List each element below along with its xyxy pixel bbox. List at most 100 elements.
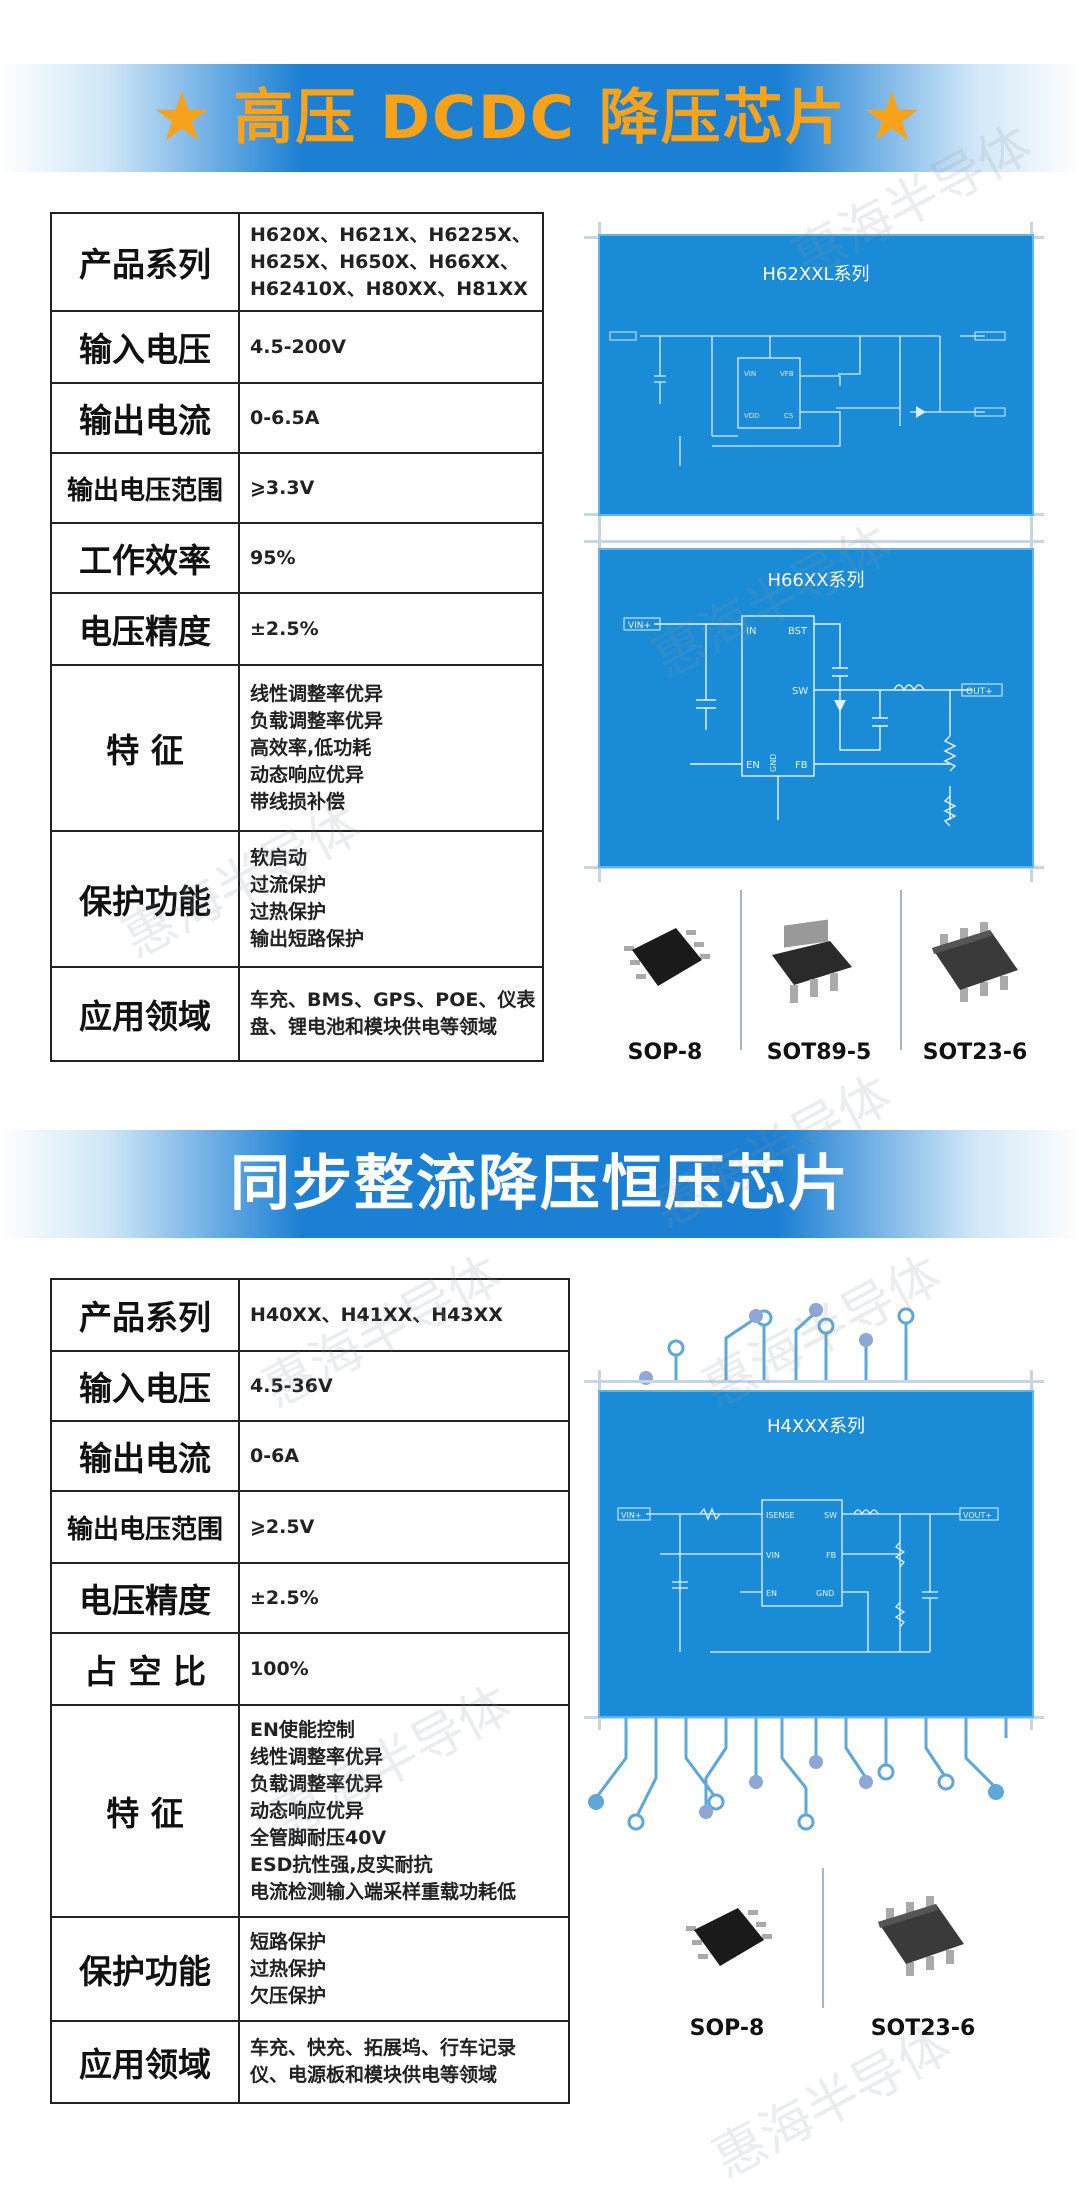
- spec-value-line: ⩾3.3V: [250, 476, 315, 499]
- spec-value-line: ±2.5%: [250, 1586, 319, 1609]
- spec-value-line: ESD抗性强,皮实耐抗: [250, 1853, 433, 1876]
- section2-banner: 同步整流降压恒压芯片: [0, 1130, 1080, 1238]
- spec-value: ±2.5%: [238, 1562, 570, 1634]
- sw-pin-label: SW: [824, 1511, 837, 1520]
- spec-value-line: 全管脚耐压40V: [250, 1826, 387, 1849]
- en-pin-label: EN: [746, 760, 760, 771]
- spec-key: 保护功能: [50, 830, 240, 968]
- spec-value-line: H620X、H621X、H6225X、: [250, 223, 531, 246]
- spec-value-line: 动态响应优异: [250, 1799, 365, 1822]
- spec-value-line: 高效率,低功耗: [250, 736, 372, 759]
- schematic-h62xxl: H62XXL系列 VIN VFB VDD CS: [598, 234, 1034, 516]
- spec-value: 线性调整率优异负载调整率优异高效率,低功耗动态响应优异带线损补偿: [238, 664, 544, 832]
- svg-text:CS: CS: [784, 412, 794, 420]
- spec-value: ⩾3.3V: [238, 452, 544, 524]
- spec-value: 车充、快充、拓展坞、行车记录仪、电源板和模块供电等领域: [238, 2020, 570, 2104]
- section2-title: 同步整流降压恒压芯片: [230, 1149, 850, 1219]
- spec-row: 输入电压 4.5-200V: [50, 310, 544, 384]
- spec-value-line: 带线损补偿: [250, 790, 346, 813]
- spec-value: 4.5-36V: [238, 1350, 570, 1422]
- spec-value-line: 负载调整率优异: [250, 709, 384, 732]
- spec-value-line: 软启动: [250, 847, 308, 869]
- svg-text:VFB: VFB: [780, 370, 794, 378]
- spec-value-line: 车充、BMS、GPS、POE、仪表: [250, 989, 536, 1011]
- spec-value-line: H62410X、H80XX、H81XX: [250, 277, 528, 300]
- spec-value-line: 线性调整率优异: [250, 1745, 384, 1768]
- spec-value: 车充、BMS、GPS、POE、仪表盘、锂电池和模块供电等领域: [238, 966, 544, 1062]
- spec-key: 保护功能: [50, 1916, 240, 2022]
- schematic-title: H66XX系列: [767, 570, 865, 591]
- spec-key: 输出电流: [50, 1420, 240, 1492]
- in-pin-label: IN: [746, 626, 756, 637]
- fb-pin-label: FB: [795, 760, 808, 771]
- sot23-chip-icon: [932, 922, 1018, 1002]
- section2-spec-table: 产品系列 H40XX、H41XX、H43XX 输入电压 4.5-36V 输出电流 0-6A…: [50, 1278, 570, 2104]
- spec-value: 软启动过流保护过热保护输出短路保护: [238, 830, 544, 968]
- spec-value-line: 95%: [250, 546, 296, 569]
- spec-value-line: 动态响应优异: [250, 763, 365, 786]
- package-label-sot23: SOT23-6: [870, 2016, 976, 2041]
- spec-key: 输入电压: [50, 310, 240, 384]
- spec-value-line: 线性调整率优异: [250, 682, 384, 705]
- spec-row: 产品系列 H40XX、H41XX、H43XX: [50, 1278, 570, 1352]
- bst-pin-label: BST: [788, 626, 808, 637]
- spec-value-line: 0-6A: [250, 1444, 300, 1467]
- svg-text:VIN: VIN: [744, 370, 756, 378]
- spec-key: 输出电压范围: [50, 1490, 240, 1564]
- star-icon: ★: [151, 78, 213, 157]
- sop8-chip-icon: [624, 928, 710, 986]
- spec-value: ±2.5%: [238, 592, 544, 666]
- spec-value: H620X、H621X、H6225X、H625X、H650X、H66XX、H62…: [238, 212, 544, 312]
- spec-key: 工作效率: [50, 522, 240, 594]
- package-label-sot89: SOT89-5: [766, 1040, 872, 1065]
- schematic-title: H4XXX系列: [767, 1416, 865, 1437]
- spec-key: 电压精度: [50, 1562, 240, 1634]
- package-label-sot23: SOT23-6: [922, 1040, 1028, 1065]
- spec-value-line: H40XX、H41XX、H43XX: [250, 1303, 503, 1326]
- section1-banner: ★ 高压 DCDC 降压芯片 ★: [0, 64, 1080, 172]
- spec-value-line: 4.5-36V: [250, 1374, 333, 1397]
- spec-value-line: ±2.5%: [250, 617, 319, 640]
- spec-value-line: 欠压保护: [250, 1984, 327, 2007]
- schematic-title: H62XXL系列: [762, 264, 870, 285]
- spec-row: 输出电流 0-6.5A: [50, 382, 544, 454]
- spec-value-line: 0-6.5A: [250, 406, 320, 429]
- sw-pin-label: SW: [792, 686, 808, 697]
- spec-key: 应用领域: [50, 966, 240, 1062]
- spec-value: 100%: [238, 1632, 570, 1706]
- spec-value-line: 过热保护: [250, 1957, 327, 1980]
- spec-key: 输出电流: [50, 382, 240, 454]
- svg-text:VDD: VDD: [744, 412, 760, 420]
- spec-key: 特 征: [50, 1704, 240, 1918]
- circuit-diagram: VIN+ IN BST SW EN FB GND OUT+: [623, 615, 1003, 827]
- spec-value-line: 4.5-200V: [250, 335, 346, 358]
- spec-value: 短路保护过热保护欠压保护: [238, 1916, 570, 2022]
- spec-value-line: 负载调整率优异: [250, 1772, 384, 1795]
- spec-row: 应用领域车充、快充、拓展坞、行车记录仪、电源板和模块供电等领域: [50, 2020, 570, 2104]
- spec-value: 95%: [238, 522, 544, 594]
- isense-pin-label: ISENSE: [766, 1511, 795, 1520]
- spec-row: 工作效率 95%: [50, 522, 544, 594]
- spec-key: 占 空 比: [50, 1632, 240, 1706]
- spec-row: 特 征线性调整率优异负载调整率优异高效率,低功耗动态响应优异带线损补偿: [50, 664, 544, 832]
- spec-row: 输出电压范围⩾3.3V: [50, 452, 544, 524]
- vin-label: VIN+: [621, 1511, 642, 1520]
- fb-pin-label: FB: [826, 1551, 836, 1560]
- star-icon: ★: [861, 78, 923, 157]
- spec-row: 应用领域车充、BMS、GPS、POE、仪表盘、锂电池和模块供电等领域: [50, 966, 544, 1062]
- section1-title: 高压 DCDC 降压芯片: [233, 83, 847, 153]
- spec-row: 占 空 比 100%: [50, 1632, 570, 1706]
- spec-row: 保护功能软启动过流保护过热保护输出短路保护: [50, 830, 544, 968]
- spec-value-line: 过流保护: [250, 874, 327, 896]
- spec-value-line: 过热保护: [250, 901, 327, 923]
- spec-value-line: 仪、电源板和模块供电等领域: [250, 2064, 498, 2086]
- spec-value-line: 车充、快充、拓展坞、行车记录: [250, 2037, 517, 2059]
- spec-value-line: 输出短路保护: [250, 928, 365, 950]
- sot89-chip-icon: [772, 919, 852, 1003]
- spec-key: 产品系列: [50, 1278, 240, 1352]
- circuit-traces-bottom: [588, 1718, 1008, 1831]
- spec-value-line: 100%: [250, 1657, 309, 1680]
- spec-key: 输入电压: [50, 1350, 240, 1422]
